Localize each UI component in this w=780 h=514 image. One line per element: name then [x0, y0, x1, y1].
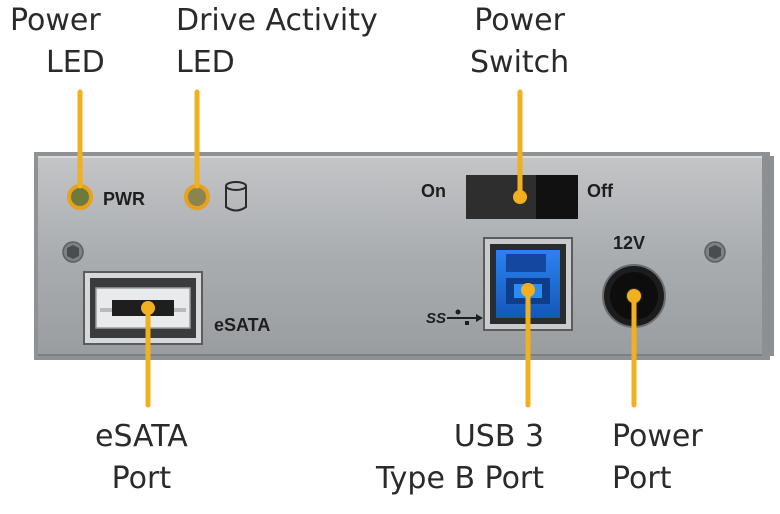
power-led [67, 184, 93, 210]
callout-drive-activity-led: Drive Activity LED [176, 0, 378, 84]
callout-esata-port: eSATA Port [95, 416, 188, 500]
callout-usb3-port: USB 3 Type B Port [376, 416, 544, 500]
drive-activity-led [184, 184, 210, 210]
callout-power-port-line1: Power [612, 419, 703, 454]
usb-superspeed-icon: SS [426, 309, 483, 327]
callout-drive-led-line1: Drive Activity [176, 3, 378, 38]
drive-icon [225, 181, 247, 212]
callout-power-led-line1: Power [10, 3, 101, 38]
callout-power-switch-line1: Power [474, 3, 565, 38]
callout-power-switch-line2: Switch [470, 45, 570, 80]
callout-esata-line2: Port [111, 461, 172, 496]
leader-endpoints [141, 190, 641, 315]
callout-power-port-line2: Port [612, 461, 672, 496]
callout-power-port: Power Port [612, 416, 703, 500]
callout-drive-led-line2: LED [176, 45, 235, 80]
callout-usb3-line2: Type B Port [376, 461, 545, 496]
usb-ss-text: SS [426, 310, 446, 327]
screw-right-icon [704, 241, 726, 263]
voltage-label: 12V [613, 233, 645, 253]
callout-esata-line1: eSATA [95, 419, 188, 454]
callout-power-led-line2: LED [46, 45, 105, 80]
switch-on-label: On [421, 181, 446, 201]
esata-panel-label: eSATA [214, 315, 270, 335]
callout-power-led: Power LED [10, 0, 105, 84]
switch-off-label: Off [587, 181, 614, 201]
callout-usb3-line1: USB 3 [453, 419, 545, 454]
screw-left-icon [62, 241, 84, 263]
pwr-label: PWR [103, 189, 145, 209]
callout-power-switch: Power Switch [470, 0, 569, 84]
leader-lines [77, 89, 637, 408]
